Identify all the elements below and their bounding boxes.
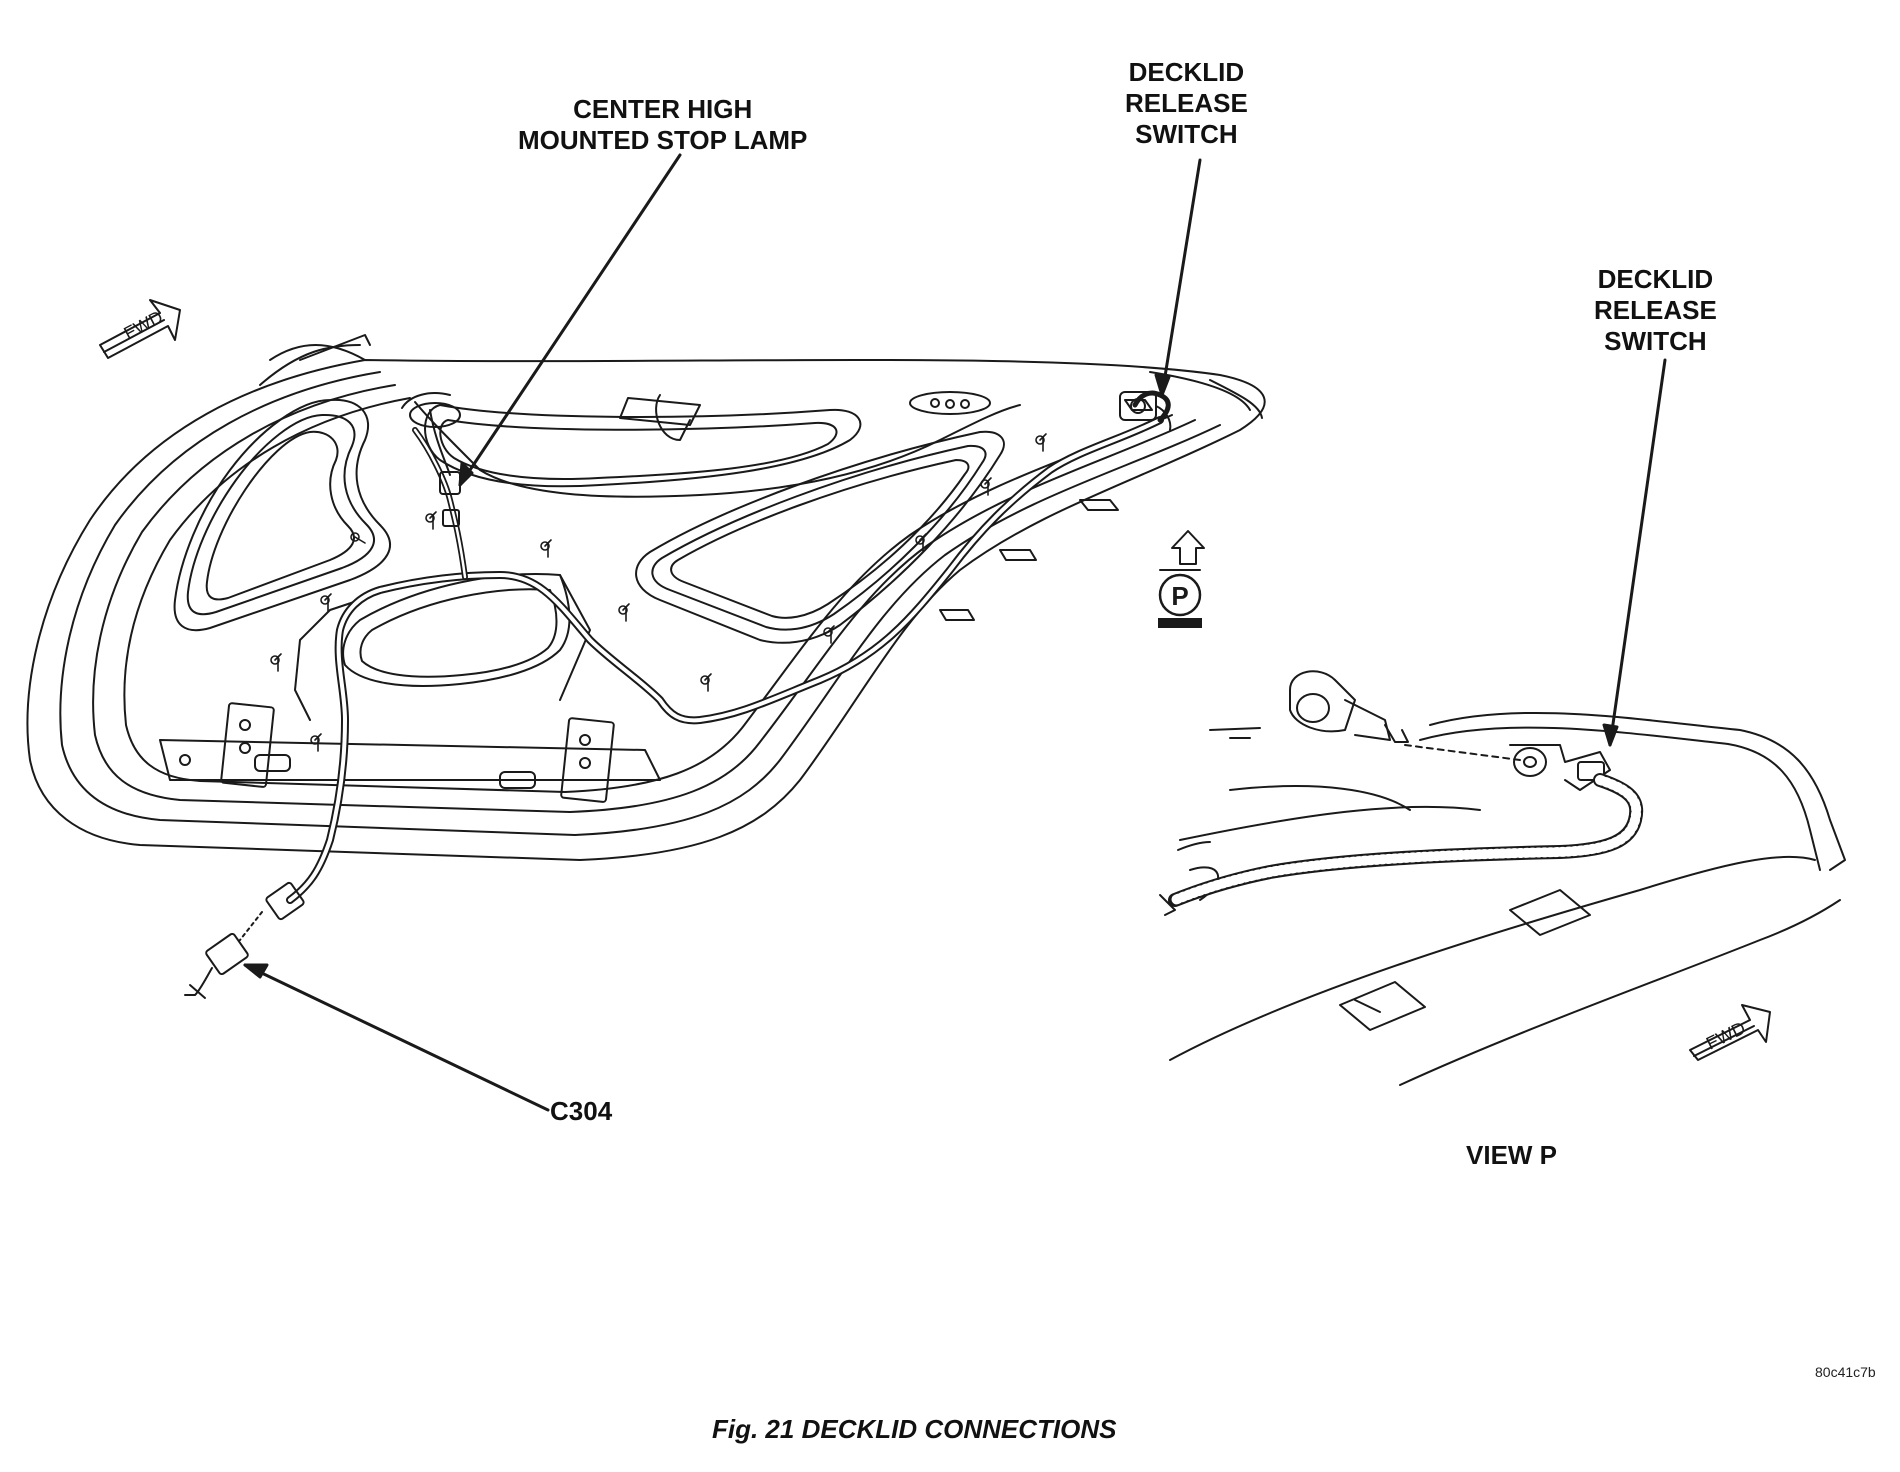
c304-label: C304	[550, 1096, 613, 1126]
decklid-panel	[26, 334, 1266, 861]
c304-connector	[184, 881, 305, 999]
fwd-arrow-main	[99, 299, 181, 359]
release-detail-line2: RELEASE	[1594, 295, 1717, 325]
fwd-arrow-detail	[1689, 1004, 1771, 1061]
release-switch-label-main: DECKLID RELEASE SWITCH	[1125, 57, 1248, 150]
decklid-release-switch-main	[1119, 391, 1172, 431]
release-detail-line1: DECKLID	[1597, 264, 1714, 294]
chmsl-label-line1: CENTER HIGH	[573, 94, 753, 124]
view-p-detail	[1159, 670, 1846, 1086]
fwd-label-detail: FWD	[1703, 1018, 1749, 1054]
release-main-line1: DECKLID	[1128, 57, 1245, 87]
fwd-label-main: FWD	[120, 307, 166, 344]
view-p-marker	[1158, 530, 1205, 628]
release-main-line2: RELEASE	[1125, 88, 1248, 118]
release-detail-line3: SWITCH	[1604, 326, 1707, 356]
chmsl-label: CENTER HIGH MOUNTED STOP LAMP	[518, 94, 807, 156]
release-main-line3: SWITCH	[1135, 119, 1238, 149]
leader-lines	[243, 153, 1667, 1112]
center-high-mounted-stop-lamp	[409, 402, 461, 527]
chmsl-label-line2: MOUNTED STOP LAMP	[518, 125, 808, 155]
figure-code: 80c41c7b	[1815, 1364, 1876, 1380]
release-switch-label-detail: DECKLID RELEASE SWITCH	[1594, 264, 1717, 357]
view-p-label: VIEW P	[1466, 1140, 1558, 1170]
view-p-letter: P	[1171, 581, 1188, 611]
figure-caption: Fig. 21 DECKLID CONNECTIONS	[712, 1414, 1117, 1444]
wiring-harness-main	[270, 390, 1171, 904]
